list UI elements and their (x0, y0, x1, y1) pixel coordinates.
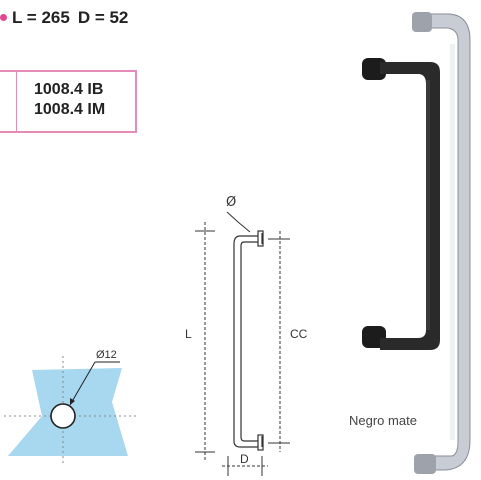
label-l: L (185, 327, 192, 341)
chrome-handle-image (412, 12, 471, 474)
reference-codes: 1008.4 IB 1008.4 IM (34, 80, 105, 120)
l-dimension (195, 222, 215, 462)
matte-black-handle-image (362, 58, 440, 350)
hole-detail (4, 356, 138, 466)
bullet-icon (0, 14, 7, 22)
reference-code-box: 1008.4 IB 1008.4 IM (0, 70, 137, 133)
code-ib: 1008.4 IB (34, 81, 104, 98)
label-d: D (240, 452, 249, 466)
cc-dimension (268, 231, 290, 452)
diameter-symbol: Ø (226, 195, 236, 210)
handle-profile (233, 230, 264, 451)
length-value: L = 265 (12, 8, 70, 27)
hole-diameter-label: Ø12 (96, 349, 117, 361)
code-im: 1008.4 IM (34, 101, 106, 118)
label-cc: CC (290, 327, 308, 341)
d-dimension (222, 456, 268, 476)
diameter-value: D = 52 (77, 8, 129, 27)
finish-label: Negro mate (349, 413, 417, 428)
diameter-arrow (226, 211, 239, 223)
code-box-divider (16, 72, 17, 131)
dimensions-text: L = 265 D = 52 (0, 8, 128, 28)
